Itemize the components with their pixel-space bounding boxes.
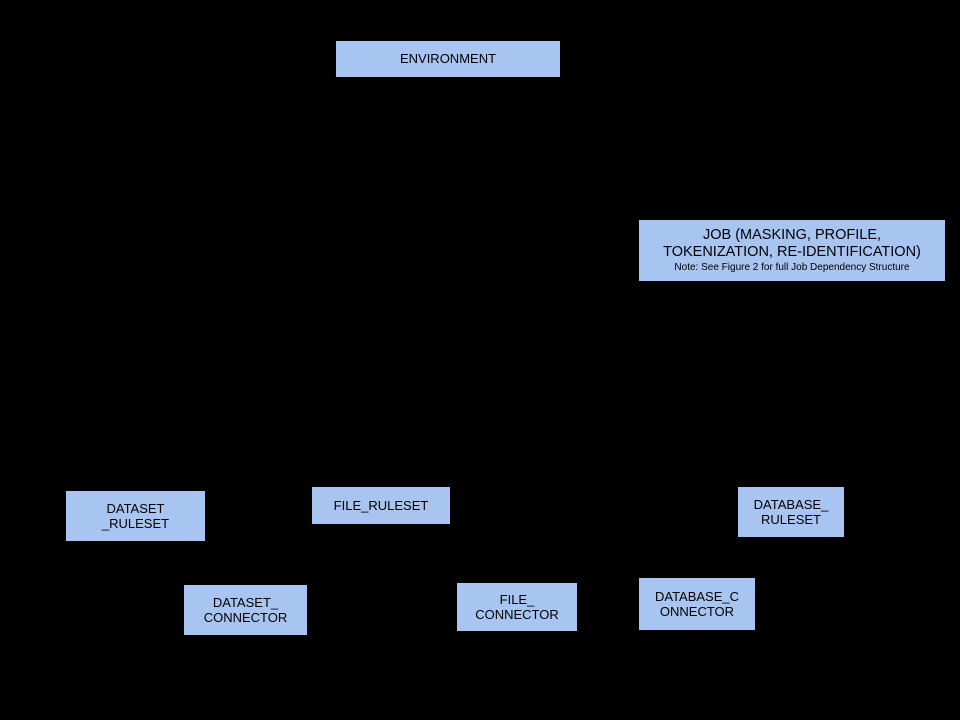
node-job[interactable]: JOB (MASKING, PROFILE, TOKENIZATION, RE-… xyxy=(639,220,945,281)
edge-env-job xyxy=(447,77,793,220)
edge-env-database-rs xyxy=(447,77,792,487)
node-label: FILE_RULESET xyxy=(333,497,429,513)
edge-env-file-rs xyxy=(380,77,449,487)
node-dataset_connector[interactable]: DATASET_ CONNECTOR xyxy=(184,585,307,635)
edge-dataset-rs-conn xyxy=(135,541,246,585)
node-label: JOB (MASKING, PROFILE, TOKENIZATION, RE-… xyxy=(663,226,921,261)
edge-job-dataset-rs xyxy=(135,281,793,491)
node-environment[interactable]: ENVIRONMENT xyxy=(336,41,560,77)
edge-env-dataset-rs xyxy=(135,77,449,491)
edge-file-rs-conn xyxy=(380,524,518,583)
node-label: DATABASE_C ONNECTOR xyxy=(654,588,740,619)
node-label: FILE_ CONNECTOR xyxy=(475,591,559,622)
edge-job-database-rs xyxy=(790,281,793,487)
node-database_connector[interactable]: DATABASE_C ONNECTOR xyxy=(639,578,755,630)
node-note: Note: See Figure 2 for full Job Dependen… xyxy=(674,262,910,274)
edge-job-file-rs xyxy=(380,281,793,487)
node-label: DATABASE_ RULESET xyxy=(753,496,829,527)
node-database_ruleset[interactable]: DATABASE_ RULESET xyxy=(738,487,844,537)
node-label: DATASET_ CONNECTOR xyxy=(203,594,288,625)
node-label: ENVIRONMENT xyxy=(399,51,497,67)
node-file_connector[interactable]: FILE_ CONNECTOR xyxy=(457,583,577,631)
node-file_ruleset[interactable]: FILE_RULESET xyxy=(312,487,450,524)
edge-database-rs-conn xyxy=(696,537,792,578)
node-label: DATASET _RULESET xyxy=(101,500,170,531)
node-dataset_ruleset[interactable]: DATASET _RULESET xyxy=(66,491,205,541)
